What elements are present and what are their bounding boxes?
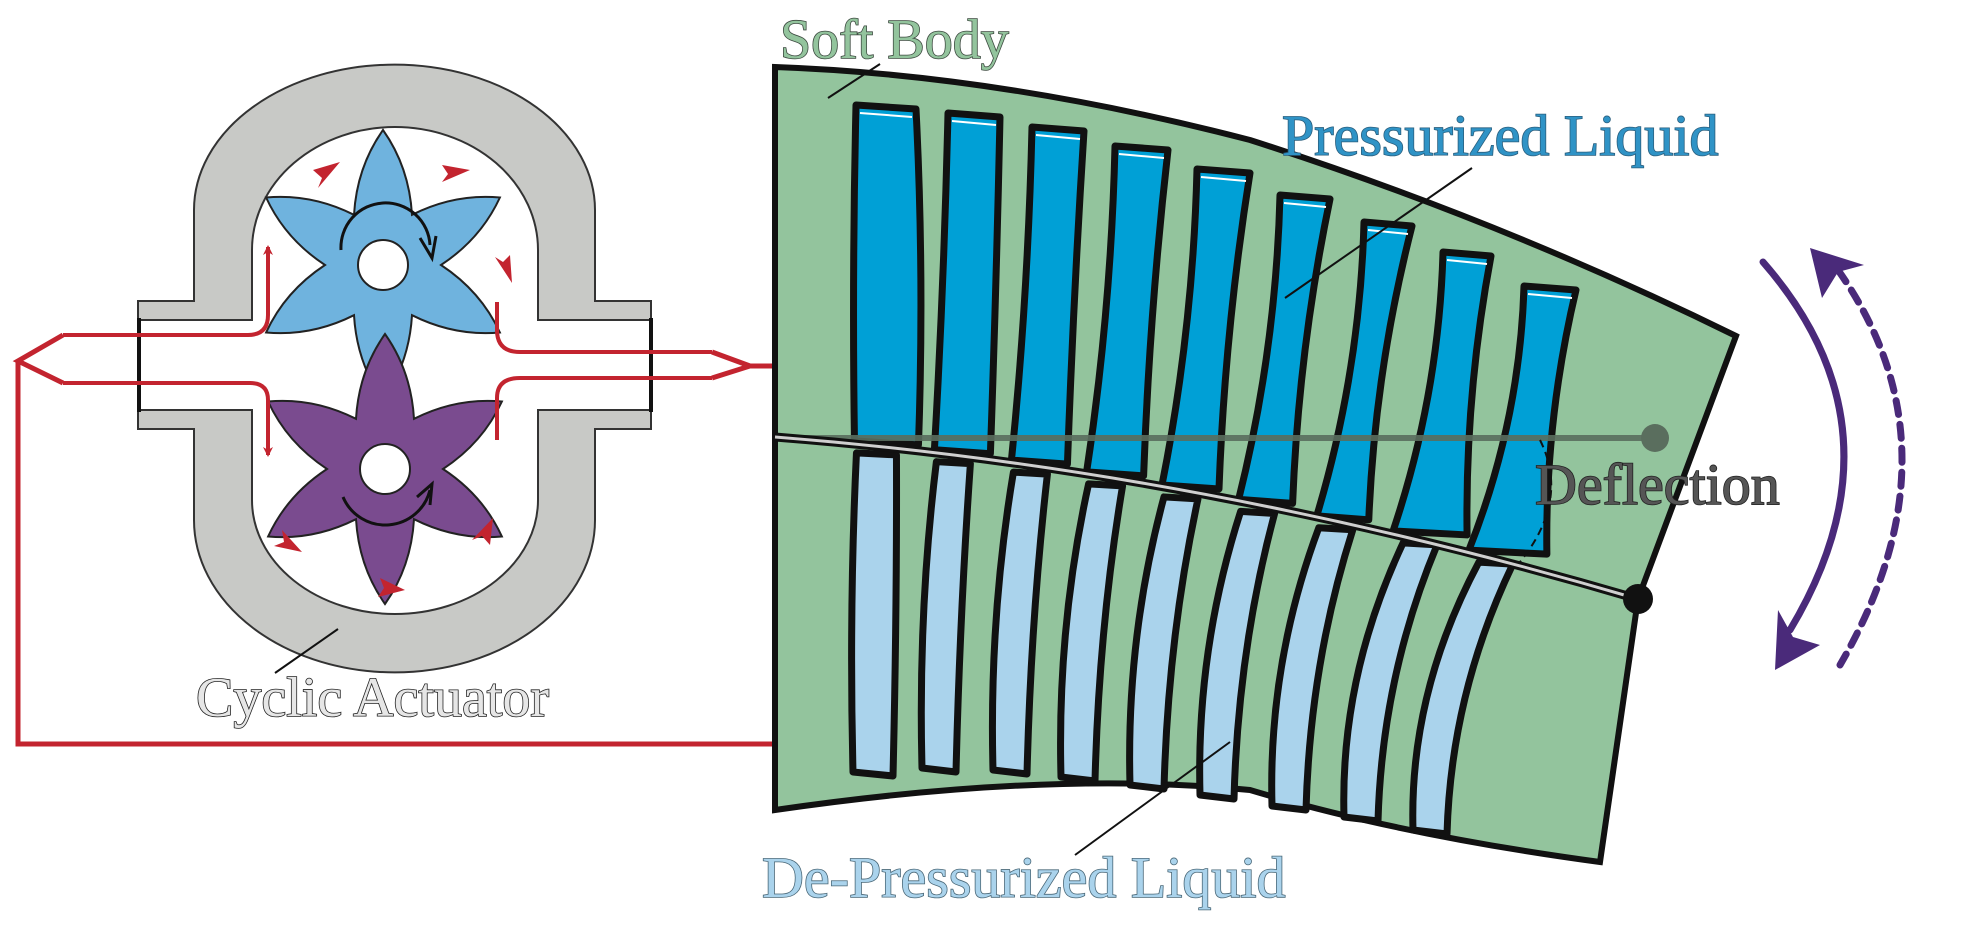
upper-gear-hub-hole [357,239,409,291]
supply-line [711,349,758,381]
chamber-cap-line [1118,153,1165,159]
pressurized-chamber [930,109,1004,458]
label-deflection: Deflection [1535,452,1780,517]
flow-arrowhead-icon [495,255,512,283]
leader-lines [274,63,1473,856]
lower-gear-rotation-arrow-icon [341,480,434,527]
tip-joint [1623,584,1653,614]
neutral-layer-core [774,435,1639,601]
depressurized-chamber [848,449,901,780]
pressurized-chamber [1313,218,1416,524]
bend-arrow-solid-icon [1759,258,1848,634]
flow-arrowhead-icon [442,165,470,182]
bending-direction-arrows [1759,248,1906,670]
chamber-cap-line [1035,134,1081,140]
flow-arrowhead-icon [378,578,405,597]
reference-axis-end-dot [1641,424,1669,452]
depressurized-chamber [1268,524,1357,814]
chamber-cap-line [951,120,997,126]
pressurized-chamber [1235,191,1334,507]
soft-body-leader [827,63,881,99]
pressurized-chamber [850,101,925,449]
label-depressurized-liquid: De-Pressurized Liquid [762,845,1285,910]
actuator-leader [274,628,339,674]
chamber-cap-line [1446,259,1488,265]
soft-body [772,63,1740,866]
label-pressurized-liquid: Pressurized Liquid [1282,103,1719,168]
pressurized-chamber [1007,123,1088,468]
depressurized-chamber [1057,480,1127,785]
lower-gear-hub-hole [359,443,411,495]
internal-flow-arrowheads [274,162,512,597]
label-soft-body: Soft Body [780,9,1009,71]
depressurized-chamber [1409,558,1517,838]
chambers [848,101,1580,838]
bend-arrow-dashed-head-icon [1810,248,1864,298]
upper-gear-rotation-arrow-icon [339,201,438,263]
pressurized-leader [1284,167,1473,299]
chamber-cap-line [1527,293,1573,299]
return-line [15,361,868,747]
pressurized-chamber [1389,248,1495,539]
depressurized-chamber [1196,507,1279,803]
label-cyclic-actuator: Cyclic Actuator [196,667,549,729]
depressurized-chamber [1340,539,1441,825]
deflection-angle-arc [1519,439,1553,563]
pressurized-chamber [1158,165,1254,493]
flow-arrowhead-icon [313,162,340,188]
flow-arrowhead-icon [274,530,302,552]
pressurized-chamber [1465,282,1580,558]
bend-arrow-solid-head-icon [1775,610,1820,670]
chamber-cap-line [1367,229,1409,235]
depressurized-chamber [917,458,974,776]
chamber-cap-line [859,112,913,118]
inlet-split [12,332,65,386]
chamber-cap-line [1200,176,1247,182]
cyclic-actuator-pump [63,63,712,674]
pump-flow-lines [63,245,712,457]
depressurized-chamber [988,468,1051,778]
bend-arrow-dashed-icon [1834,266,1906,669]
flow-arrowhead-icon [472,518,493,545]
depressurized-leader [1074,741,1231,856]
chamber-cap-line [1283,202,1327,208]
pressurized-chamber [1083,142,1172,480]
